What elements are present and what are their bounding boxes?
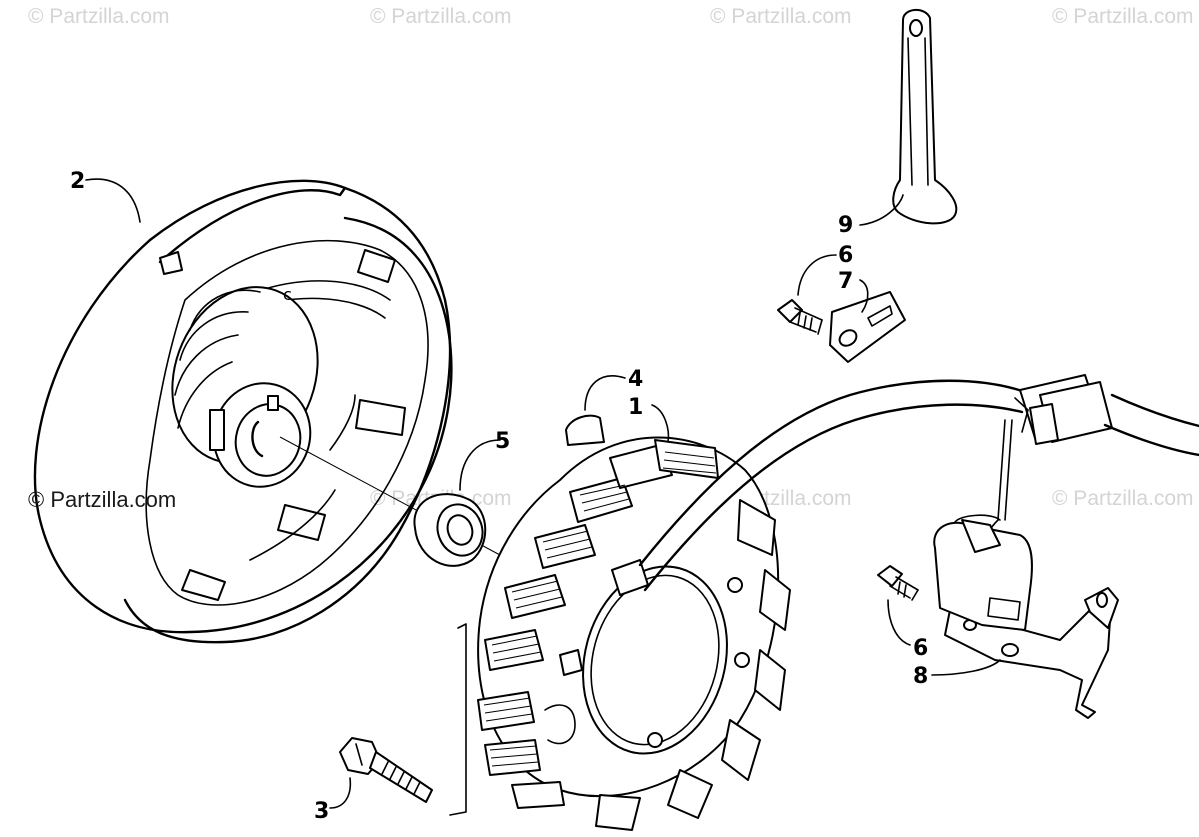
- callout-numbers: 2 4 1 5 9 6 7 6 8 3: [70, 169, 928, 824]
- flywheel-bolt-part: [339, 737, 433, 803]
- key-part: [565, 414, 605, 446]
- watermark-row-middle: © Partzilla.com © Partzilla.com © Partzi…: [370, 487, 1194, 510]
- strap-part: [892, 9, 958, 225]
- callout-strap: 9: [838, 213, 853, 238]
- watermark: © Partzilla.com: [1052, 487, 1194, 510]
- leader-line: [931, 659, 1001, 676]
- leader-line: [887, 599, 911, 646]
- flywheel-part: c: [33, 179, 453, 644]
- watermark-dark: © Partzilla.com: [28, 487, 176, 512]
- lower-bracket-part: [933, 514, 1119, 719]
- leader-line: [859, 194, 904, 226]
- stator-group-bracket: [449, 623, 467, 816]
- leader-line: [797, 254, 837, 296]
- lower-screw-part: [877, 565, 919, 601]
- callout-screw-upper: 6: [838, 243, 853, 268]
- leader-line: [459, 439, 501, 491]
- leader-line: [859, 279, 869, 313]
- leader-line: [584, 375, 626, 411]
- callout-washer: 5: [495, 429, 510, 454]
- callout-bracket-upper: 7: [838, 269, 853, 294]
- leader-line: [329, 777, 352, 809]
- callout-screw-lower: 6: [913, 636, 928, 661]
- washer-part: [413, 493, 487, 567]
- watermark: © Partzilla.com: [28, 5, 170, 28]
- callout-key: 4: [628, 367, 643, 392]
- leader-line: [651, 404, 670, 443]
- callout-stator: 1: [628, 395, 643, 420]
- callout-flywheel: 2: [70, 169, 85, 194]
- watermark-row-top: © Partzilla.com © Partzilla.com © Partzi…: [28, 5, 1194, 28]
- watermark: © Partzilla.com: [1052, 5, 1194, 28]
- embossed-mark: c: [283, 285, 292, 304]
- watermark: © Partzilla.com: [710, 5, 852, 28]
- watermark: © Partzilla.com: [370, 5, 512, 28]
- upper-bracket-part: [829, 291, 906, 363]
- wiring-harness: [638, 374, 1199, 592]
- callout-bracket-lower: 8: [913, 664, 928, 689]
- stator-part: [477, 436, 791, 831]
- callout-leaders: [85, 178, 1001, 809]
- leader-line: [85, 178, 141, 223]
- callout-flywheel-bolt: 3: [314, 799, 329, 824]
- upper-screw-part: [777, 299, 823, 335]
